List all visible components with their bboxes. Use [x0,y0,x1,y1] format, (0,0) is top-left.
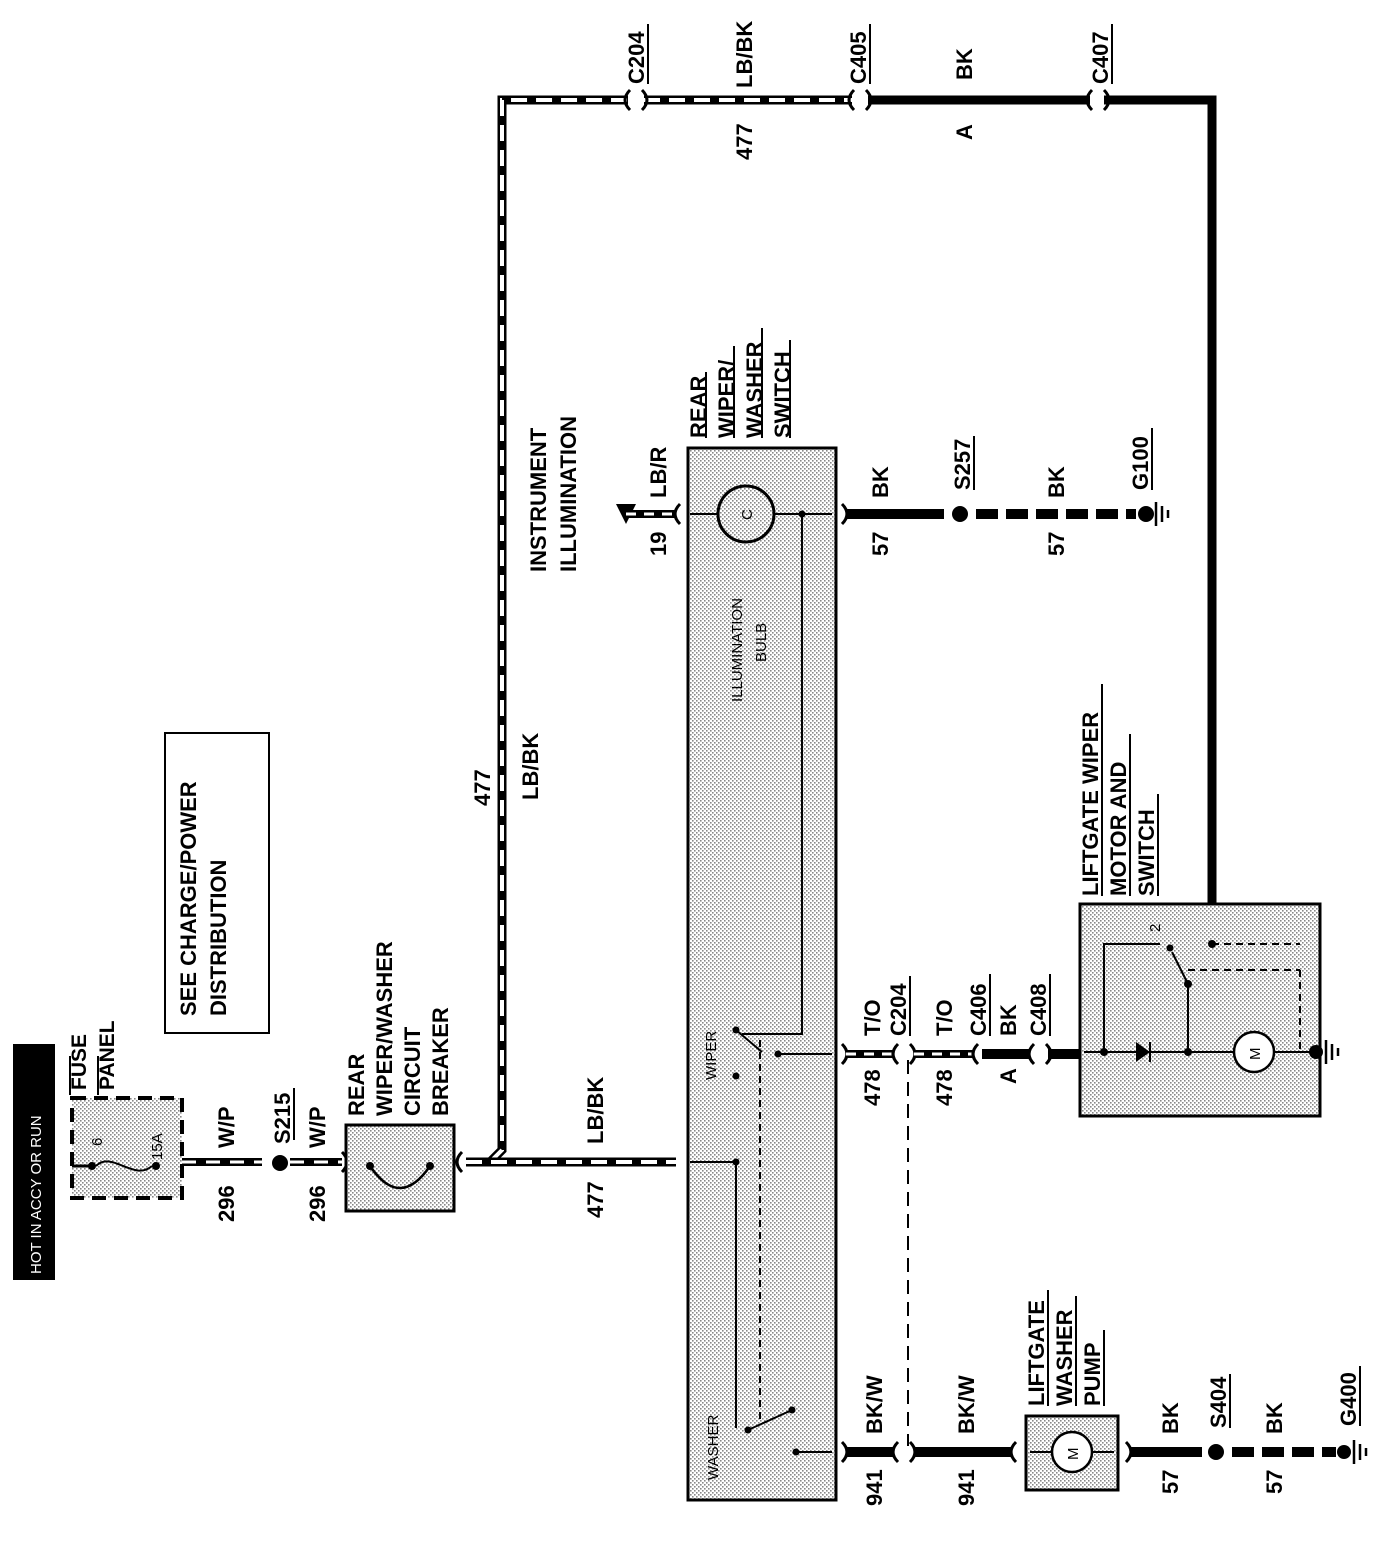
circuit-57-switch: BK 57 S257 BK 57 G100 [840,428,1170,556]
wire-bk-motor-lower: BK [996,1004,1021,1036]
liftgate-washer-pump: M LIFTGATE WASHER PUMP [1024,1290,1120,1492]
wire-57-number-b: 57 [1044,532,1069,556]
fuse-panel: 6 15A FUSE PANEL [68,1020,184,1200]
switch-title-1: REAR [686,376,711,438]
pump-title-2: WASHER [1052,1309,1077,1406]
wire-477-color-c: LB/BK [732,21,757,88]
pump-title-1: LIFTGATE [1024,1300,1049,1406]
breaker-title-1: REAR [344,1054,369,1116]
wire-19-color: LB/R [646,447,671,498]
breaker-title-3: CIRCUIT [400,1026,425,1116]
illum-line-2: ILLUMINATION [556,416,581,572]
breaker-title-4: BREAKER [428,1007,453,1116]
switch-title-3: WASHER [742,341,767,438]
pump-motor-symbol: M [1065,1448,1082,1461]
wire-57-number-c: 57 [1158,1470,1183,1494]
liftgate-wiper-motor: LIFTGATE WIPER MOTOR AND SWITCH 2 M [1078,684,1340,1118]
wire-296-number-b: 296 [305,1185,330,1222]
wire-57-number-d: 57 [1262,1470,1287,1494]
splice-s215-dot [272,1155,288,1171]
ground-g100-label: G100 [1128,436,1153,490]
circuit-941: BK/W 941 BK/W 941 [840,1375,1018,1506]
wire-bk-top: BK [952,48,977,80]
connector-c204-top: C204 [624,31,649,84]
splice-s404-label: S404 [1206,1376,1231,1428]
connector-c405: C405 [846,31,871,84]
motor-symbol: M [1247,1048,1264,1061]
connector-c204-bottom: C204 [886,983,911,1036]
header-label: HOT IN ACCY OR RUN [28,1115,45,1274]
fuse-panel-title-2: PANEL [96,1020,119,1090]
wire-478-color-b: T/O [932,999,957,1036]
circuit-breaker: REAR WIPER/WASHER CIRCUIT BREAKER [344,941,464,1213]
pin-a-top: A [952,124,977,140]
note-line-2: DISTRIBUTION [206,860,231,1016]
note-box: SEE CHARGE/POWER DISTRIBUTION [164,732,270,1034]
wire-477-number-b: 477 [583,1181,608,1218]
instrument-illumination: INSTRUMENT ILLUMINATION LB/R 19 [526,416,682,572]
ground-g400-label: G400 [1336,1372,1361,1426]
header-tab: HOT IN ACCY OR RUN [13,1044,55,1280]
motor-title-2: MOTOR AND [1106,762,1131,896]
wire-477-color-b: LB/BK [583,1077,608,1144]
wire-296-color-a: W/P [214,1106,239,1148]
connector-c408: C408 [1026,983,1051,1036]
wire-296-number-a: 296 [214,1185,239,1222]
fuse-panel-title-1: FUSE [68,1034,91,1090]
circuit-57-pump: BK 57 S404 BK 57 G400 [1124,1366,1368,1494]
switch-title-4: SWITCH [770,351,795,438]
bulb-label-2: BULB [753,623,770,662]
breaker-title-2: WIPER/WASHER [372,941,397,1116]
wire-57-number-a: 57 [868,532,893,556]
motor-title-3: SWITCH [1134,809,1159,896]
wire-57-color-a: BK [868,466,893,498]
pump-title-3: PUMP [1080,1342,1105,1406]
circuit-477: 477 LB/BK LB/BK 477 LB/BK 477 C204 C405 [466,21,873,1218]
wire-941-color-a: BK/W [862,1375,887,1434]
wire-941-color-b: BK/W [954,1375,979,1434]
wire-941-number-b: 941 [954,1469,979,1506]
pin-a-lower: A [996,1068,1021,1084]
illum-line-1: INSTRUMENT [526,427,551,572]
bulb-symbol: C [739,509,756,520]
wire-478-color-a: T/O [860,999,885,1036]
wire-478-number-a: 478 [860,1069,885,1106]
wire-296-color-b: W/P [305,1106,330,1148]
wire-57-color-c: BK [1158,1402,1183,1434]
wiper-label: WIPER [703,1031,720,1080]
motor-title-1: LIFTGATE WIPER [1078,712,1103,896]
splice-s215-label: S215 [270,1093,295,1144]
note-line-1: SEE CHARGE/POWER [176,781,201,1016]
wire-477-number-a: 477 [470,769,495,806]
wire-941-number-a: 941 [862,1469,887,1506]
splice-s257-label: S257 [950,439,975,490]
bulb-label-1: ILLUMINATION [729,598,746,702]
motor-terminal-label: 2 [1147,924,1164,932]
circuit-bk-motor: BK A C407 [868,24,1217,904]
connector-c407: C407 [1088,31,1113,84]
circuit-478: T/O 478 C204 T/O 478 C406 BK A C408 [840,974,1082,1446]
rear-wiper-washer-switch: REAR WIPER/ WASHER SWITCH C ILLUMINATION… [686,328,838,1502]
wire-19-number: 19 [646,532,671,556]
circuit-296: W/P 296 S215 W/P 296 [182,1088,349,1222]
wire-57-color-d: BK [1262,1402,1287,1434]
connector-c406: C406 [966,983,991,1036]
wire-57-color-b: BK [1044,466,1069,498]
fuse-rating: 15A [149,1133,166,1160]
wire-477-color-a: LB/BK [518,733,543,800]
fuse-number: 6 [89,1138,106,1146]
wire-477-number-c: 477 [732,123,757,160]
washer-label: WASHER [705,1415,722,1480]
switch-title-2: WIPER/ [714,360,739,438]
wire-478-number-b: 478 [932,1069,957,1106]
